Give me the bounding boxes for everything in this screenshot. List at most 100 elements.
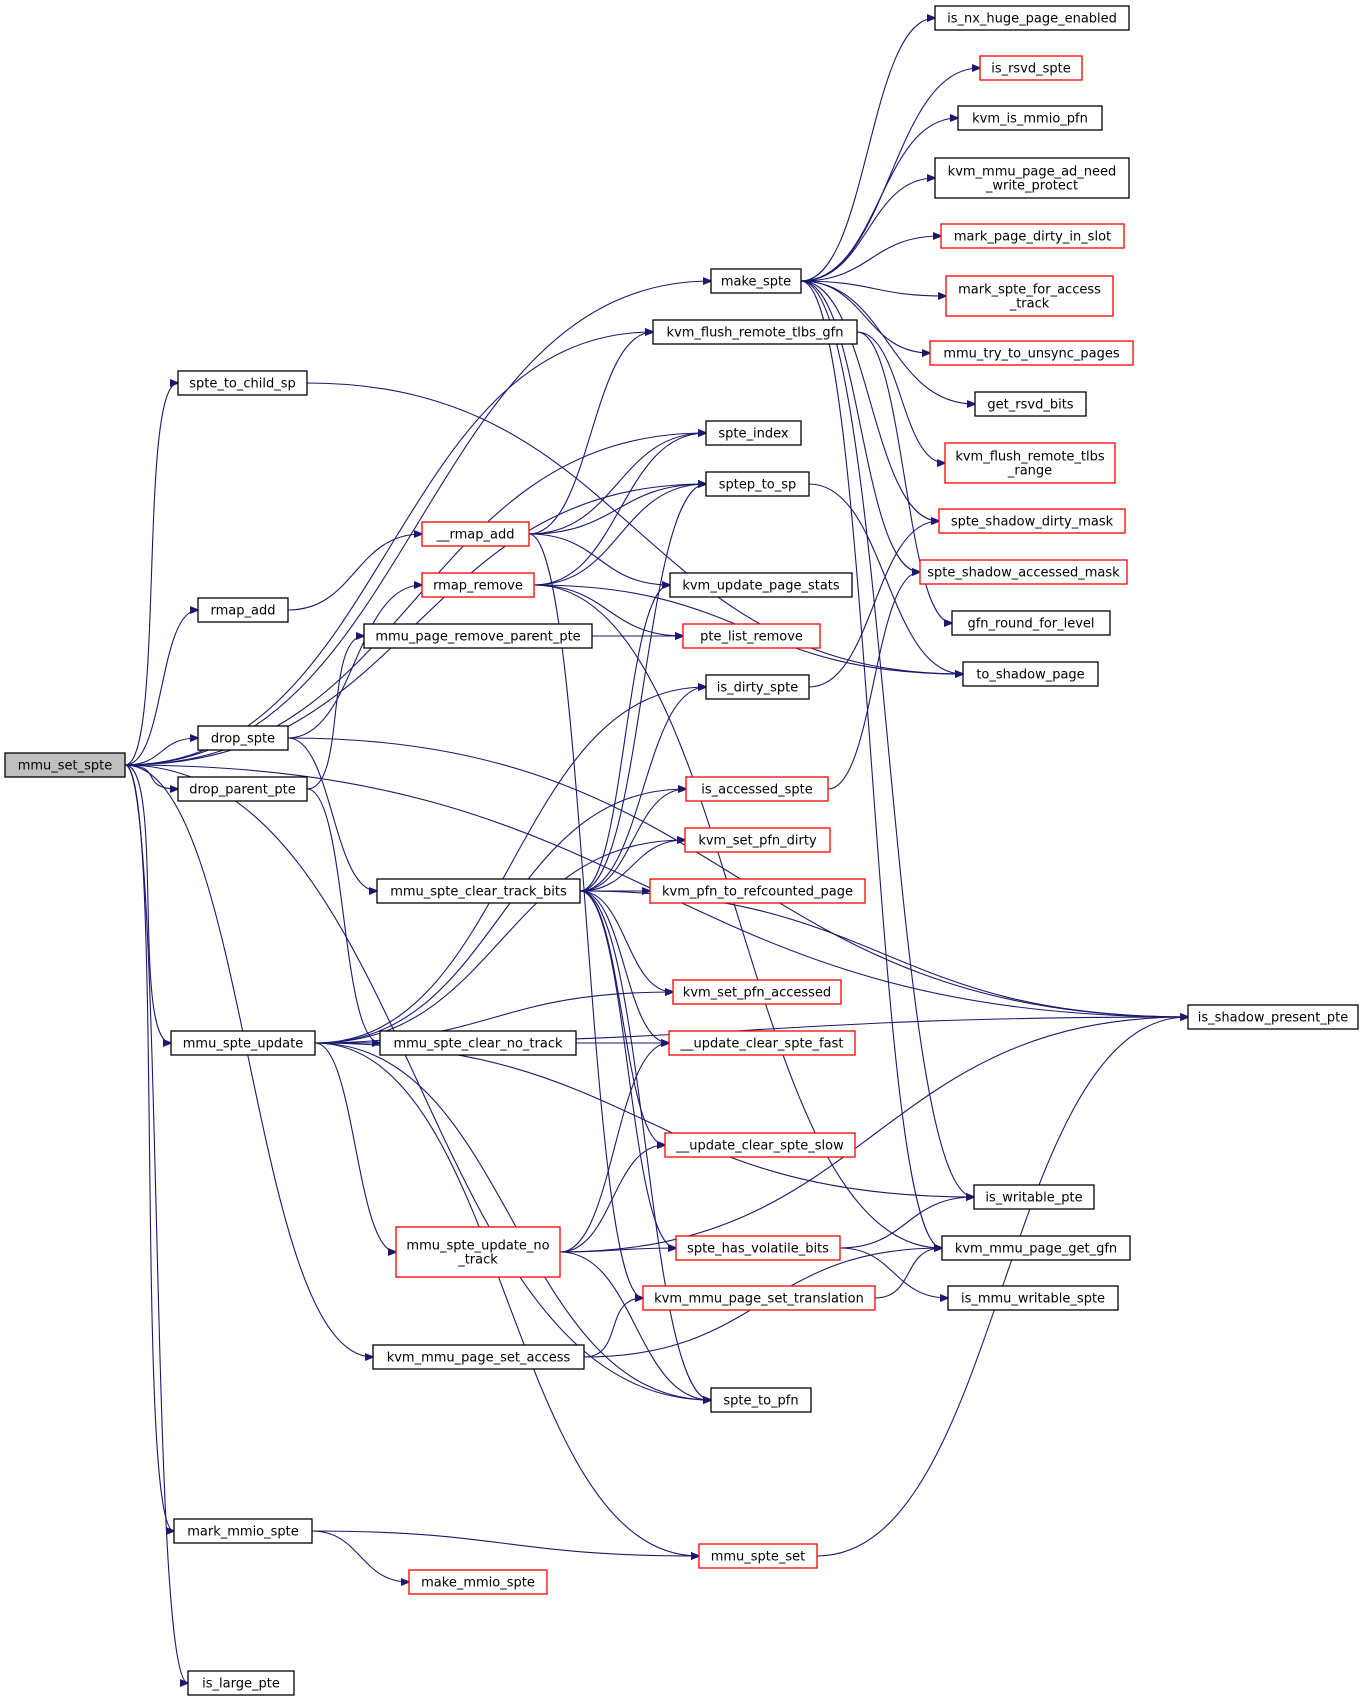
node-kvm-set-pfn-accessed[interactable]: kvm_set_pfn_accessed: [672, 979, 842, 1005]
edge-mmu_spte_clear_track_bits-to-spte_has_volatile_bits: [579, 890, 676, 1248]
node-mmu-spte-clear-no-track[interactable]: mmu_spte_clear_no_track: [379, 1030, 577, 1056]
node-kvm-set-pfn-dirty[interactable]: kvm_set_pfn_dirty: [684, 827, 831, 853]
node-mmu-try-to-unsync-pages[interactable]: mmu_try_to_unsync_pages: [929, 340, 1134, 366]
node-box: [672, 979, 842, 1005]
node-mark-spte-for-access-track[interactable]: mark_spte_for_access_track: [945, 275, 1114, 317]
edge-rmap_remove-to-kvm_mmu_page_get_gfn: [533, 584, 942, 1248]
node-kvm-update-page-stats[interactable]: kvm_update_page_stats: [669, 572, 853, 598]
node-label: spte_to_child_sp: [189, 377, 296, 392]
node-box: [395, 1226, 561, 1278]
edge-mmu_set_spte-to-rmap_add: [124, 610, 198, 766]
edge-make_spte-to-get_rsvd_bits: [800, 280, 975, 404]
edge-mmu_set_spte-to-spte_to_child_sp: [124, 383, 178, 766]
edge-mmu_set_spte-to-is_large_pte: [124, 764, 188, 1683]
node-label: make_spte: [721, 275, 791, 290]
node-label: is_writable_pte: [985, 1191, 1082, 1206]
node-box: [962, 661, 1099, 687]
node-mark-page-dirty-in-slot[interactable]: mark_page_dirty_in_slot: [940, 223, 1125, 249]
node-mmu-page-remove-parent-pte[interactable]: mmu_page_remove_parent_pte: [363, 623, 593, 649]
node-sptep-to-sp[interactable]: sptep_to_sp: [705, 471, 810, 497]
node---update-clear-spte-fast[interactable]: __update_clear_spte_fast: [668, 1030, 856, 1056]
node-spte-shadow-accessed-mask[interactable]: spte_shadow_accessed_mask: [919, 559, 1128, 585]
node-spte-to-pfn[interactable]: spte_to_pfn: [710, 1387, 812, 1413]
edge-mmu_spte_clear_track_bits-to-is_shadow_present_pte: [579, 890, 1188, 1017]
node-mmu-spte-set[interactable]: mmu_spte_set: [698, 1543, 818, 1569]
node-kvm-is-mmio-pfn[interactable]: kvm_is_mmio_pfn: [957, 105, 1103, 131]
node-is-dirty-spte[interactable]: is_dirty_spte: [705, 674, 810, 700]
node-kvm-flush-remote-tlbs-range[interactable]: kvm_flush_remote_tlbs_range: [944, 442, 1116, 484]
node-rmap-remove[interactable]: rmap_remove: [421, 572, 535, 598]
node-mmu-spte-update[interactable]: mmu_spte_update: [170, 1030, 316, 1056]
node-kvm-mmu-page-set-access[interactable]: kvm_mmu_page_set_access: [372, 1344, 585, 1370]
node-box: [951, 610, 1111, 636]
node-box: [682, 623, 821, 649]
node-pte-list-remove[interactable]: pte_list_remove: [682, 623, 821, 649]
node-is-accessed-spte[interactable]: is_accessed_spte: [685, 776, 829, 802]
node---rmap-add[interactable]: __rmap_add: [421, 521, 530, 547]
edge-kvm_flush_remote_tlbs_gfn-to-kvm_flush_remote_tlbs_range: [856, 331, 945, 463]
node-is-nx-huge-page-enabled[interactable]: is_nx_huge_page_enabled: [934, 5, 1130, 31]
edge-mmu_set_spte-to-drop_spte: [124, 738, 198, 766]
node-drop-parent-pte[interactable]: drop_parent_pte: [177, 776, 308, 802]
node---update-clear-spte-slow[interactable]: __update_clear_spte_slow: [664, 1132, 856, 1158]
node-mark-mmio-spte[interactable]: mark_mmio_spte: [173, 1518, 313, 1544]
node-mmu-spte-update-no-track[interactable]: mmu_spte_update_no_track: [395, 1226, 561, 1278]
edge-mmu_set_spte-to-kvm_mmu_page_set_access: [124, 764, 373, 1357]
node-box: [379, 1030, 577, 1056]
node-kvm-flush-remote-tlbs-gfn[interactable]: kvm_flush_remote_tlbs_gfn: [652, 319, 858, 345]
edge-mmu_spte_clear_track_bits-to-kvm_set_pfn_accessed: [579, 890, 673, 992]
edge-kvm_mmu_page_set_translation-to-kvm_mmu_page_get_gfn: [874, 1248, 942, 1299]
node-kvm-pfn-to-refcounted-page[interactable]: kvm_pfn_to_refcounted_page: [649, 878, 866, 904]
node-label: make_mmio_spte: [421, 1576, 535, 1591]
edge-mmu_spte_clear_track_bits-to-is_accessed_spte: [579, 789, 686, 892]
edge-mmu_spte_clear_track_bits-to-sptep_to_sp: [579, 484, 706, 892]
node-is-rsvd-spte[interactable]: is_rsvd_spte: [979, 55, 1083, 81]
node-spte-shadow-dirty-mask[interactable]: spte_shadow_dirty_mask: [938, 508, 1126, 534]
node-label: is_mmu_writable_spte: [961, 1292, 1105, 1307]
node-label: is_rsvd_spte: [991, 62, 1071, 77]
node-box: [177, 370, 308, 396]
node-box: [934, 5, 1130, 31]
node-spte-index[interactable]: spte_index: [705, 420, 802, 446]
node-label: is_nx_huge_page_enabled: [947, 12, 1117, 27]
edge-sptep_to_sp-to-to_shadow_page: [808, 483, 963, 674]
node-label: to_shadow_page: [976, 668, 1084, 683]
node-mmu-spte-clear-track-bits[interactable]: mmu_spte_clear_track_bits: [376, 878, 581, 904]
edge-mmu_set_spte-to-kvm_flush_remote_tlbs_gfn: [124, 332, 653, 766]
node-is-mmu-writable-spte[interactable]: is_mmu_writable_spte: [947, 1285, 1119, 1311]
node-box: [684, 827, 831, 853]
node-to-shadow-page[interactable]: to_shadow_page: [962, 661, 1099, 687]
node-label: kvm_mmu_page_set_access: [387, 1351, 571, 1366]
node-spte-to-child-sp[interactable]: spte_to_child_sp: [177, 370, 308, 396]
node-is-large-pte[interactable]: is_large_pte: [187, 1670, 295, 1696]
edge-mark_mmio_spte-to-mmu_spte_set: [311, 1530, 699, 1556]
node-mmu-set-spte[interactable]: mmu_set_spte: [4, 752, 126, 778]
edge-mmu_spte_clear_track_bits-to-is_dirty_spte: [579, 687, 706, 892]
node-rmap-add[interactable]: rmap_add: [197, 597, 289, 623]
node-box: [945, 275, 1114, 317]
node-make-spte[interactable]: make_spte: [710, 268, 802, 294]
node-spte-has-volatile-bits[interactable]: spte_has_volatile_bits: [675, 1235, 841, 1261]
node-drop-spte[interactable]: drop_spte: [197, 725, 289, 751]
node-is-shadow-present-pte[interactable]: is_shadow_present_pte: [1187, 1004, 1359, 1030]
edge-drop_spte-to-mmu_spte_clear_track_bits: [287, 737, 377, 891]
node-box: [177, 776, 308, 802]
node-label: __rmap_add: [436, 528, 515, 543]
node-kvm-mmu-page-ad-need-write-protect[interactable]: kvm_mmu_page_ad_need_write_protect: [934, 157, 1130, 199]
node-label: spte_has_volatile_bits: [687, 1242, 829, 1257]
edge-make_spte-to-is_nx_huge_page_enabled: [800, 18, 935, 282]
edge-drop_parent_pte-to-mmu_page_remove_parent_pte: [306, 636, 364, 790]
node-label: mark_mmio_spte: [187, 1525, 299, 1540]
node-kvm-mmu-page-set-translation[interactable]: kvm_mmu_page_set_translation: [642, 1285, 876, 1311]
edge-mmu_spte_clear_track_bits-to-spte_to_pfn: [579, 890, 711, 1400]
node-get-rsvd-bits[interactable]: get_rsvd_bits: [974, 391, 1087, 417]
node-box: [408, 1569, 548, 1595]
node-is-writable-pte[interactable]: is_writable_pte: [973, 1184, 1095, 1210]
node-kvm-mmu-page-get-gfn[interactable]: kvm_mmu_page_get_gfn: [941, 1235, 1131, 1261]
edge-rmap_remove-to-pte_list_remove: [533, 584, 683, 636]
node-make-mmio-spte[interactable]: make_mmio_spte: [408, 1569, 548, 1595]
edge-mmu_spte_update_no_track-to-__update_clear_spte_slow: [559, 1145, 665, 1253]
node-gfn-round-for-level[interactable]: gfn_round_for_level: [951, 610, 1111, 636]
node-box: [934, 157, 1130, 199]
node-label: mmu_page_remove_parent_pte: [375, 630, 580, 645]
